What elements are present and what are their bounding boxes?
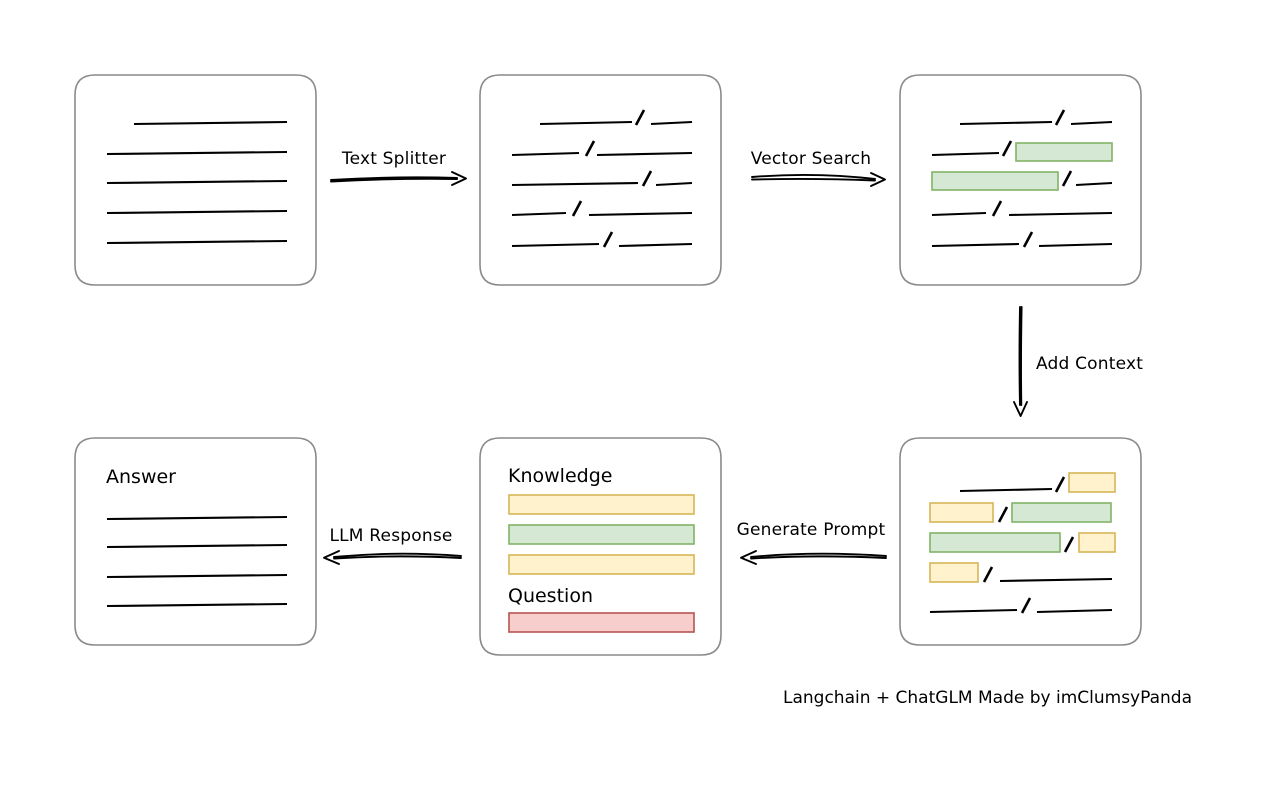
edge-label-llm-response: LLM Response (329, 526, 452, 546)
highlight-segment-yellow (1068, 472, 1116, 493)
doc-line (511, 151, 580, 157)
doc-line (106, 602, 288, 608)
doc-line (959, 120, 1053, 126)
doc-line (1036, 608, 1113, 614)
doc-line (133, 120, 288, 126)
doc-line (959, 487, 1053, 493)
edge-label-text-splitter: Text Splitter (341, 149, 446, 169)
edge-label-add-context: Add Context (1036, 354, 1143, 374)
doc-line (106, 179, 288, 185)
node-context-document[interactable] (899, 437, 1142, 646)
edge-llm-response[interactable]: LLM Response (323, 526, 462, 565)
doc-line (655, 181, 693, 187)
doc-line (511, 181, 639, 187)
doc-line (931, 151, 1000, 157)
doc-line (106, 239, 288, 245)
doc-line (929, 608, 1018, 614)
doc-line (106, 515, 288, 521)
knowledge-bar-yellow (508, 554, 695, 575)
edge-vector-search[interactable]: Vector Search (751, 149, 886, 187)
doc-line (511, 242, 600, 248)
highlight-segment-green (1015, 142, 1113, 162)
edge-label-vector-search: Vector Search (751, 149, 872, 169)
doc-line (106, 573, 288, 579)
prompt-knowledge-label: Knowledge (508, 465, 612, 487)
highlight-segment-yellow (929, 562, 979, 583)
node-source-document[interactable] (74, 74, 317, 286)
edge-label-generate-prompt: Generate Prompt (737, 520, 886, 540)
doc-line (650, 120, 693, 126)
knowledge-bar-green (508, 524, 695, 545)
doc-line (1075, 181, 1113, 187)
doc-line (618, 242, 693, 248)
doc-line (511, 211, 567, 217)
edge-text-splitter[interactable]: Text Splitter (330, 149, 467, 186)
doc-line (1038, 242, 1113, 248)
knowledge-bar-yellow (508, 494, 695, 515)
doc-line (1008, 211, 1113, 217)
highlight-segment-green (929, 532, 1061, 553)
doc-line (931, 211, 987, 217)
highlight-segment-green (1011, 502, 1112, 523)
doc-line (999, 577, 1113, 583)
prompt-question-label: Question (508, 585, 593, 607)
doc-line (931, 242, 1020, 248)
highlight-segment-yellow (1078, 532, 1116, 553)
doc-line (596, 151, 693, 157)
doc-line (106, 543, 288, 549)
caption: Langchain + ChatGLM Made by imClumsyPand… (783, 688, 1192, 708)
highlight-segment-yellow (929, 502, 994, 523)
edge-generate-prompt[interactable]: Generate Prompt (737, 520, 887, 565)
node-matched-document[interactable] (899, 74, 1142, 286)
doc-line (539, 120, 633, 126)
question-bar-red (508, 612, 695, 633)
doc-line (106, 150, 288, 156)
node-prompt[interactable]: Knowledge Question (479, 437, 722, 656)
doc-line (1070, 120, 1113, 126)
answer-label: Answer (106, 466, 176, 488)
edge-add-context[interactable]: Add Context (1013, 306, 1143, 417)
node-answer[interactable]: Answer (74, 437, 317, 646)
node-split-document[interactable] (479, 74, 722, 286)
doc-line (106, 209, 288, 215)
highlight-segment-green (931, 171, 1059, 191)
doc-line (588, 211, 693, 217)
